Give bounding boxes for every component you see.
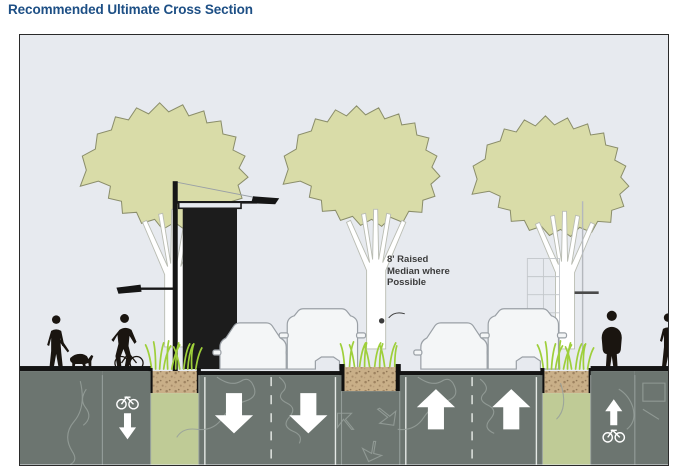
ghost-line-art	[67, 376, 666, 465]
tree-east-canopy	[471, 115, 630, 238]
east-travel-lane-surface	[399, 375, 543, 465]
median-callout-leader	[378, 312, 405, 324]
lane-divider-dashed	[270, 377, 473, 465]
west-sidewalk-body	[20, 371, 103, 465]
pedestrian-with-dog	[47, 315, 70, 372]
tree-west-canopy	[79, 102, 249, 232]
people-group	[47, 310, 668, 372]
pole-banner-rail	[177, 201, 242, 210]
west-bike-symbol	[116, 396, 139, 410]
cross-section-illustration	[20, 35, 668, 465]
cross-section-figure: 8' Raised Median where Possible	[19, 34, 669, 466]
zone-separator-lines	[101, 375, 636, 465]
page-title: Recommended Ultimate Cross Section	[8, 2, 253, 17]
west-roadway-top	[198, 371, 342, 376]
east-roadway-top	[399, 371, 543, 376]
east-bike-arrow	[605, 399, 623, 426]
travel-arrow-1	[214, 393, 254, 434]
signal-pole-group	[116, 181, 280, 373]
signal-pole-mast	[172, 181, 178, 373]
travel-arrow-4	[492, 389, 531, 430]
median-curb-left	[339, 364, 345, 392]
dog	[69, 353, 94, 370]
travel-arrow-3	[416, 389, 456, 430]
east-planter-soil	[542, 371, 591, 394]
tree-center-canopy	[282, 105, 441, 228]
grass-east-planter	[536, 340, 595, 370]
median-soil	[341, 367, 400, 392]
east-planter-body	[542, 393, 591, 465]
tree-canopy-group	[79, 102, 630, 238]
grass-west-planter	[144, 340, 203, 370]
grass-median	[339, 341, 398, 368]
west-sidewalk-top	[20, 366, 151, 372]
east-sidewalk-top	[590, 366, 668, 372]
tree-center-trunk	[345, 208, 407, 350]
car-van-west	[278, 308, 367, 370]
west-planter-soil	[150, 371, 199, 394]
luminaire-west	[116, 284, 142, 294]
pedestrian-light-east	[574, 201, 599, 349]
lane-edge-lines	[204, 377, 538, 465]
west-bike-arrow	[118, 413, 137, 440]
east-bike-symbol	[602, 429, 626, 443]
pedestrian-couple	[659, 313, 668, 368]
lane-marking-group	[116, 389, 626, 443]
grass-group	[144, 340, 595, 370]
east-sidewalk-body	[634, 371, 668, 465]
pedestrian-standing	[601, 310, 622, 371]
tree-east-trunk	[534, 210, 596, 350]
luminaire-east	[251, 196, 280, 205]
median-annotation: 8' Raised Median where Possible	[387, 254, 450, 288]
median-curb-right	[395, 364, 401, 392]
travel-arrow-2	[289, 393, 328, 434]
